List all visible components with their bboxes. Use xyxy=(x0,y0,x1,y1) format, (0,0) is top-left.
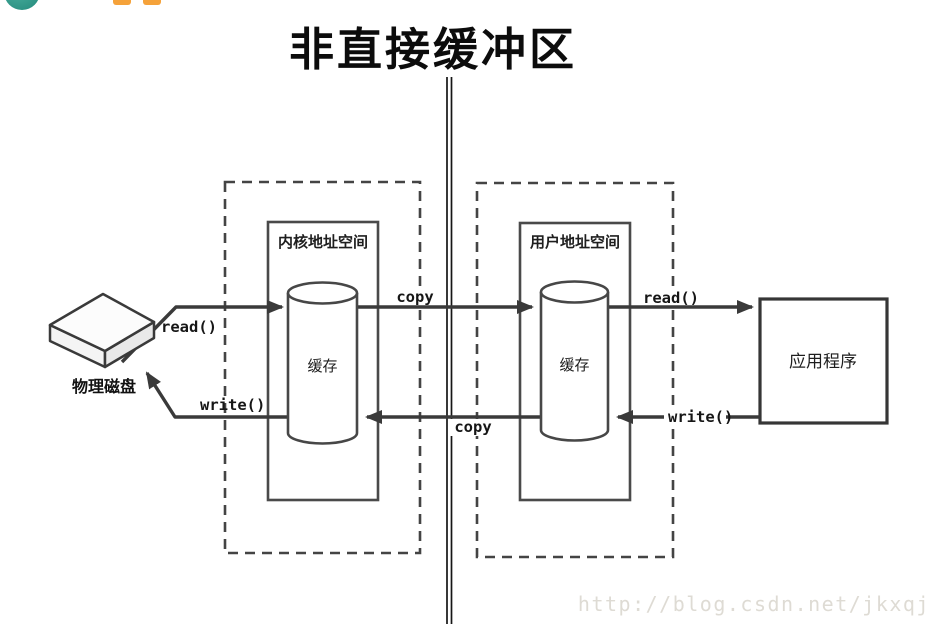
physical-disk-icon xyxy=(48,292,156,369)
kernel-user-separator-line xyxy=(446,77,453,624)
kernel-buffer-label: 缓存 xyxy=(307,357,337,375)
cropped-logo-circle-icon xyxy=(4,0,40,10)
application-box xyxy=(758,297,889,425)
disk-read-label: read() xyxy=(161,318,217,336)
app-read-label: read() xyxy=(643,289,699,307)
kernel-space-dashed-boundary xyxy=(223,180,422,555)
copy-write-label: copy xyxy=(454,418,491,436)
kernel-buffer-cylinder: 缓存 xyxy=(286,281,359,445)
cropped-logo-orange-mark-icon xyxy=(113,0,131,5)
blog-watermark: http://blog.csdn.net/jkxqj xyxy=(577,592,930,616)
user-buffer-cylinder: 缓存 xyxy=(539,280,610,442)
copy-label-bg xyxy=(450,419,496,436)
disk-write-label: write() xyxy=(200,396,265,414)
copy-label-bg xyxy=(394,288,436,304)
read-label-bg xyxy=(640,289,694,305)
copy-read-label: copy xyxy=(396,288,433,306)
page-title: 非直接缓冲区 xyxy=(289,23,578,76)
application-label: 应用程序 xyxy=(789,352,857,372)
user-buffer-label: 缓存 xyxy=(559,356,589,374)
cropped-logo-orange-mark-icon xyxy=(143,0,161,5)
app-write-label: write() xyxy=(668,408,733,426)
write-label-bg xyxy=(664,407,726,425)
user-space-dashed-boundary xyxy=(475,181,675,559)
physical-disk-label: 物理磁盘 xyxy=(72,377,136,396)
kernel-space-label: 内核地址空间 xyxy=(278,233,368,251)
user-space-label: 用户地址空间 xyxy=(530,233,620,251)
arrow-kernel-buffer-to-disk xyxy=(145,371,288,419)
